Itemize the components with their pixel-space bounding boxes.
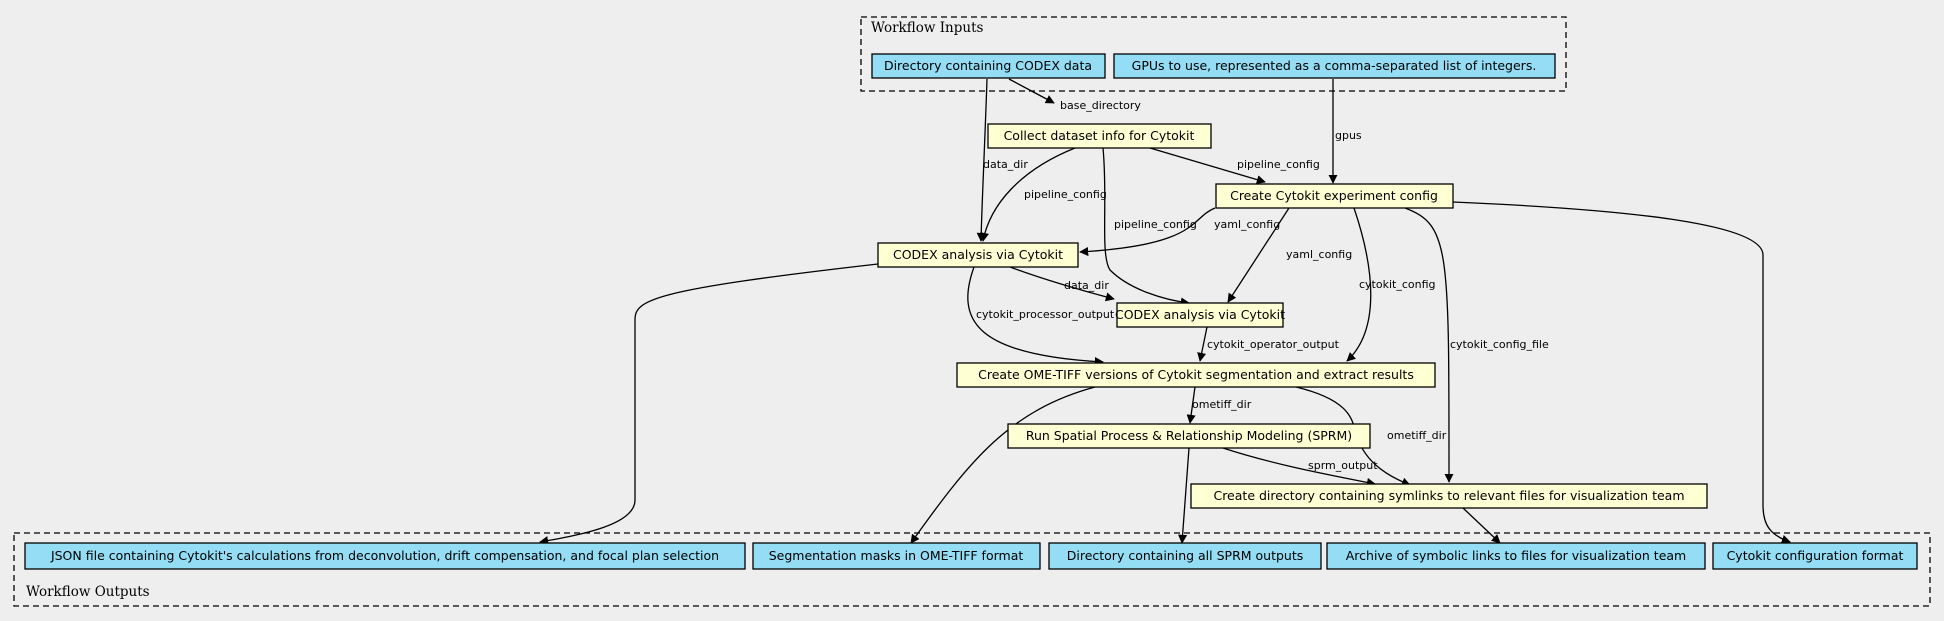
- edge-label: pipeline_config: [1114, 218, 1197, 231]
- edge-codex2-to-ometiff: [1197, 326, 1208, 362]
- cluster-outputs-label: Workflow Outputs: [26, 584, 150, 600]
- node-label: Archive of symbolic links to files for v…: [1346, 548, 1687, 563]
- edge-codex1-to-out-json: [539, 263, 879, 546]
- edge-create-config-to-ometiff: [1346, 207, 1372, 362]
- node-label: Directory containing all SPRM outputs: [1067, 548, 1304, 563]
- edge-collect-to-codex2: [1102, 147, 1190, 307]
- cluster-workflow-outputs: Workflow Outputs: [13, 532, 1931, 607]
- edge-data-to-codex1: [976, 78, 988, 242]
- edge-label: yaml_config: [1214, 218, 1280, 231]
- edge-label: cytokit_config_file: [1450, 338, 1549, 351]
- cluster-workflow-inputs: Workflow Inputs: [860, 16, 1567, 92]
- node-label: Segmentation masks in OME-TIFF format: [769, 548, 1024, 563]
- output-node-sprm-outputs[interactable]: Directory containing all SPRM outputs: [1048, 542, 1322, 570]
- node-label: Directory containing CODEX data: [884, 58, 1092, 73]
- edge-codex1-to-codex2: [1009, 266, 1115, 302]
- step-node-create-experiment-config[interactable]: Create Cytokit experiment config: [1215, 183, 1454, 209]
- edge-label: ometiff_dir: [1387, 429, 1447, 442]
- edges: base_directory data_dir gpus pipeline_co…: [539, 78, 1791, 546]
- edge-create-config-to-codex2: [1227, 207, 1290, 303]
- input-node-gpus[interactable]: GPUs to use, represented as a comma-sepa…: [1113, 53, 1556, 79]
- edge-create-config-to-symlinks: [1404, 207, 1454, 483]
- edge-label: ometiff_dir: [1192, 398, 1252, 411]
- cluster-inputs-label: Workflow Inputs: [871, 20, 983, 36]
- edge-create-config-to-codex1: [1079, 207, 1216, 257]
- node-label: JSON file containing Cytokit's calculati…: [50, 548, 719, 563]
- edge-label: cytokit_operator_output: [1207, 338, 1340, 351]
- step-node-run-sprm[interactable]: Run Spatial Process & Relationship Model…: [1007, 423, 1371, 449]
- edge-ometiff-to-out-masks: [910, 386, 1096, 544]
- edge-label: data_dir: [983, 158, 1028, 171]
- node-label: Create Cytokit experiment config: [1230, 188, 1438, 203]
- node-label: CODEX analysis via Cytokit: [893, 247, 1063, 262]
- edge-symlinks-to-out-archive: [1462, 507, 1501, 544]
- edge-sprm-to-symlinks: [1222, 447, 1376, 487]
- step-node-create-ome-tiff[interactable]: Create OME-TIFF versions of Cytokit segm…: [956, 362, 1436, 388]
- edge-label: data_dir: [1064, 279, 1109, 292]
- edge-label: sprm_output: [1308, 459, 1378, 472]
- output-node-symlinks-archive[interactable]: Archive of symbolic links to files for v…: [1326, 542, 1706, 570]
- edge-label: pipeline_config: [1024, 188, 1107, 201]
- output-node-segmentation-masks[interactable]: Segmentation masks in OME-TIFF format: [752, 542, 1041, 570]
- node-label: Run Spatial Process & Relationship Model…: [1026, 428, 1352, 443]
- edge-codex1-to-ometiff: [967, 266, 1104, 367]
- edge-data-to-collect: [1008, 78, 1055, 104]
- output-node-json-calculations[interactable]: JSON file containing Cytokit's calculati…: [24, 542, 746, 570]
- edge-sprm-to-out-sprm: [1178, 447, 1190, 544]
- edge-label: pipeline_config: [1237, 158, 1320, 171]
- edge-label: gpus: [1335, 129, 1362, 142]
- edge-label: cytokit_config: [1359, 278, 1436, 291]
- edge-ometiff-to-sprm: [1186, 386, 1196, 424]
- node-label: Create OME-TIFF versions of Cytokit segm…: [978, 367, 1414, 382]
- edge-collect-to-codex1: [980, 147, 1076, 242]
- node-label: CODEX analysis via Cytokit: [1115, 307, 1285, 322]
- node-label: GPUs to use, represented as a comma-sepa…: [1132, 58, 1537, 73]
- node-label: Cytokit configuration format: [1727, 548, 1904, 563]
- node-label: Create directory containing symlinks to …: [1213, 488, 1684, 503]
- edge-collect-to-create-config: [1149, 147, 1266, 185]
- edge-label: yaml_config: [1286, 248, 1352, 261]
- edge-label: base_directory: [1060, 99, 1141, 112]
- step-node-collect-dataset-info[interactable]: Collect dataset info for Cytokit: [987, 123, 1212, 149]
- input-node-codex-data[interactable]: Directory containing CODEX data: [871, 53, 1106, 79]
- step-node-create-symlinks-dir[interactable]: Create directory containing symlinks to …: [1190, 483, 1708, 509]
- step-node-codex-analysis-1[interactable]: CODEX analysis via Cytokit: [877, 242, 1079, 268]
- edge-create-config-to-out-config: [1452, 201, 1791, 544]
- edge-label: cytokit_processor_output: [976, 308, 1115, 321]
- node-label: Collect dataset info for Cytokit: [1004, 128, 1195, 143]
- step-node-codex-analysis-2[interactable]: CODEX analysis via Cytokit: [1115, 302, 1285, 328]
- output-node-cytokit-config-format[interactable]: Cytokit configuration format: [1712, 542, 1918, 570]
